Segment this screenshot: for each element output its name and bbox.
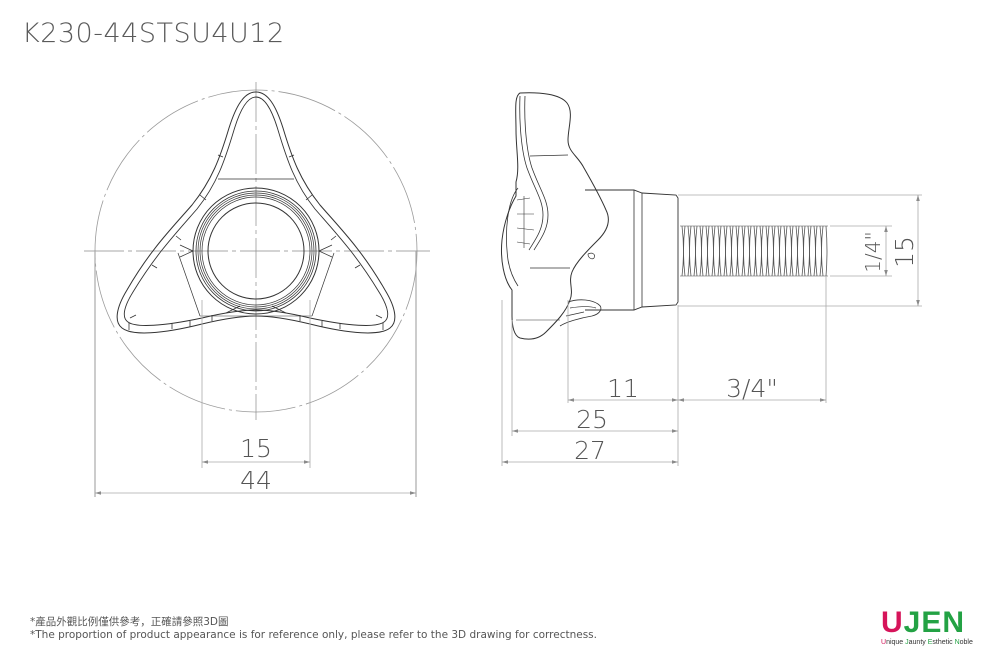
note-english: *The proportion of product appearance is…: [30, 629, 597, 641]
side-view: [501, 92, 922, 466]
logo-tagline: Unique Jaunty Esthetic Noble: [881, 639, 973, 646]
dim-label-44: 44: [240, 466, 272, 495]
dim-label-11: 11: [607, 374, 639, 403]
dim-label-25: 25: [576, 405, 608, 434]
collar: [585, 189, 679, 311]
note-chinese: *產品外觀比例僅供參考，正確請參照3D圖: [30, 616, 229, 628]
knob-side-profile: [501, 92, 609, 340]
knob-inner-outline: [123, 96, 389, 326]
bore-circle: [207, 202, 305, 300]
front-view: [84, 82, 430, 497]
dim-label-15: 15: [240, 434, 272, 463]
dim-label-27: 27: [574, 436, 606, 465]
dim-label-15-vertical: 15: [890, 236, 919, 268]
thread: [680, 225, 828, 277]
ujen-logo: UJEN Unique Jaunty Esthetic Noble: [881, 606, 981, 647]
dim-label-3-4: 3/4": [726, 374, 778, 403]
part-number-title: K230-44STSU4U12: [22, 18, 285, 49]
logo-wordmark: UJEN: [881, 606, 966, 639]
dim-label-1-4: 1/4": [861, 231, 885, 272]
